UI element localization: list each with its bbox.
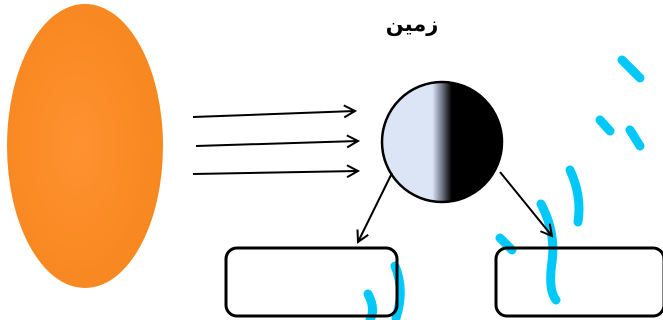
light-ray-arrow-2 [195,141,358,146]
earth-shape [380,80,504,204]
answer-box-left [224,246,399,318]
light-ray-arrow-1 [192,111,355,117]
answer-box-right [494,246,663,318]
light-rays [192,111,358,174]
earth-label: زمین [385,12,439,36]
sun-shape [7,4,163,288]
light-ray-arrow-3 [192,171,358,174]
pointer-arrow-right [499,171,552,236]
pointer-arrow-left [358,172,393,242]
